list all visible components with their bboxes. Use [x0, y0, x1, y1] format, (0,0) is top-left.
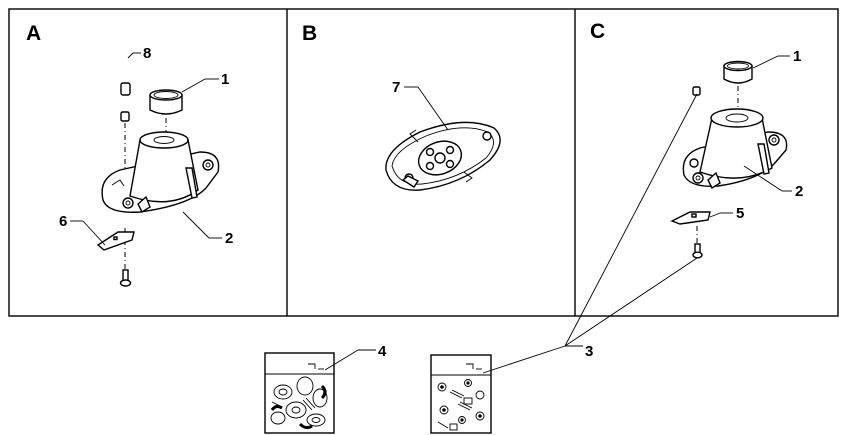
cap-part — [149, 89, 183, 115]
panel-label-b: B — [302, 22, 317, 45]
panel-a: 8 1 2 — [59, 38, 233, 287]
allen-key — [66, 38, 131, 96]
callout-a-2: 2 — [225, 230, 233, 247]
callout-a-1: 1 — [221, 71, 229, 88]
callout-a-8: 8 — [143, 45, 151, 62]
callout-bag-4: 4 — [378, 343, 387, 360]
screw-part — [119, 269, 132, 287]
disc-part — [385, 121, 501, 191]
bag-3 — [430, 354, 492, 434]
panel-b: 7 — [385, 79, 501, 191]
panel-label-c: C — [590, 20, 605, 43]
panel-label-a: A — [26, 22, 41, 45]
panel-c: 1 2 5 — [670, 48, 803, 259]
callout-a-6: 6 — [59, 213, 67, 230]
blade-part-c — [670, 211, 711, 225]
nut-part-c — [692, 86, 701, 96]
hub-housing-c — [682, 108, 788, 190]
callout-c-5: 5 — [736, 205, 744, 222]
screw-part-c — [692, 243, 703, 259]
callout-c-2: 2 — [795, 183, 803, 200]
bag-3-leaders — [482, 93, 698, 374]
callout-b-7: 7 — [392, 79, 400, 96]
callout-c-1: 1 — [793, 48, 801, 65]
bag-4 — [264, 352, 335, 434]
callout-bag-3: 3 — [585, 343, 593, 360]
panel-frames — [8, 8, 839, 317]
blade-part — [96, 231, 135, 251]
hub-housing — [101, 131, 220, 214]
nut-part — [120, 111, 130, 122]
cap-part-c — [723, 60, 753, 84]
